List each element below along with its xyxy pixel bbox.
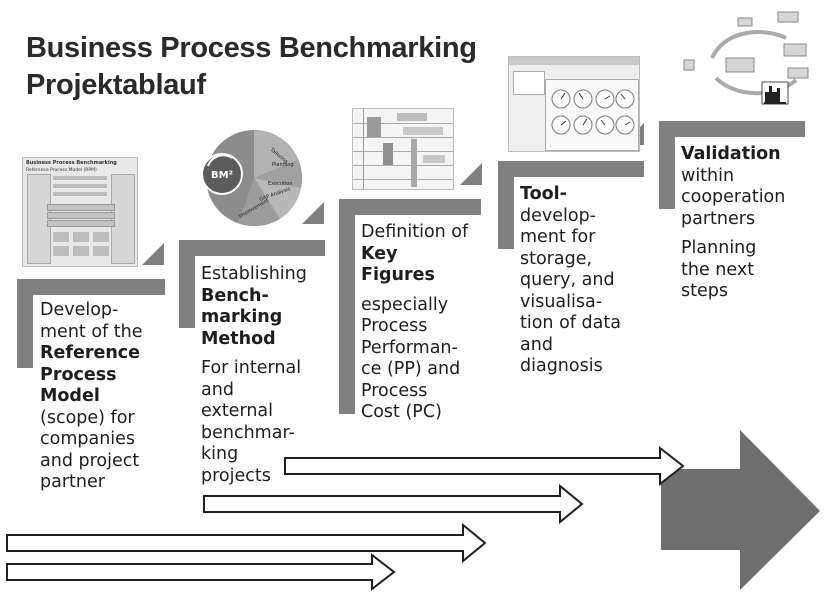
outline-arrow-1 xyxy=(284,445,685,487)
key-figures-thumbnail xyxy=(352,108,454,190)
svg-text:Execution: Execution xyxy=(268,181,293,187)
reference-model-thumbnail: Business Process Benchmarking Reference … xyxy=(22,157,138,267)
svg-text:Planning: Planning xyxy=(272,162,294,168)
big-arrow xyxy=(661,430,820,590)
bm2-label: BM² xyxy=(211,170,233,181)
step-4-text: Tool- develop-ment for storage,query, an… xyxy=(520,184,621,376)
title-line-1: Business Process Benchmarking xyxy=(26,32,477,64)
title-line-2: Projektablauf xyxy=(26,69,206,101)
page-title: Business Process Benchmarking Projektabl… xyxy=(26,30,477,104)
cooperation-diagram-thumbnail xyxy=(683,11,809,105)
dashboard-thumbnail xyxy=(508,56,640,152)
outline-arrow-2 xyxy=(203,483,584,525)
outline-arrow-4 xyxy=(6,552,396,592)
benchmarking-method-circle: BM² Tailoring Planning Execution GAP Ana… xyxy=(201,130,302,227)
outline-arrow-3 xyxy=(6,522,487,564)
